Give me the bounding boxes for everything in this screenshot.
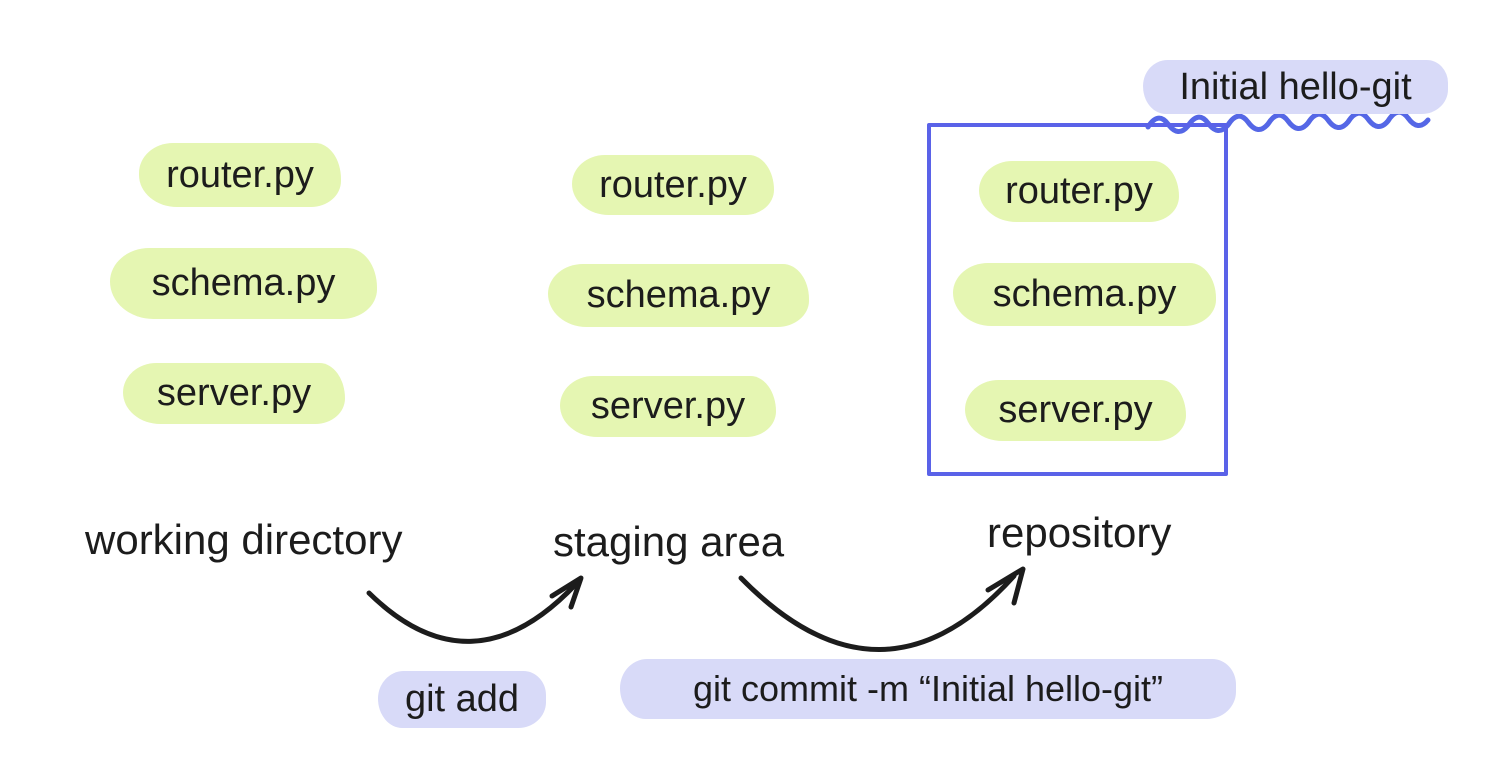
repository-box bbox=[927, 123, 1228, 476]
git-add-arrow-icon bbox=[366, 575, 584, 644]
file-pill-repo-schema: schema.py bbox=[953, 263, 1216, 326]
file-pill-repo-router: router.py bbox=[979, 161, 1179, 222]
file-pill-staging-router: router.py bbox=[572, 155, 774, 215]
file-pill-staging-schema: schema.py bbox=[548, 264, 809, 327]
file-pill-working-schema: schema.py bbox=[110, 248, 377, 319]
repository-label: repository bbox=[987, 509, 1172, 556]
commit-tag: Initial hello-git bbox=[1143, 60, 1448, 114]
working-directory-label: working directory bbox=[85, 516, 403, 563]
file-pill-working-router: router.py bbox=[139, 143, 341, 207]
file-pill-repo-server: server.py bbox=[965, 380, 1186, 441]
staging-area-label: staging area bbox=[553, 518, 785, 565]
file-pill-staging-server: server.py bbox=[560, 376, 776, 437]
git-commit-command-label: git commit -m “Initial hello-git” bbox=[620, 659, 1236, 719]
file-pill-working-server: server.py bbox=[123, 363, 345, 424]
git-commit-arrow-icon bbox=[738, 566, 1026, 652]
git-add-command-label: git add bbox=[378, 671, 546, 728]
